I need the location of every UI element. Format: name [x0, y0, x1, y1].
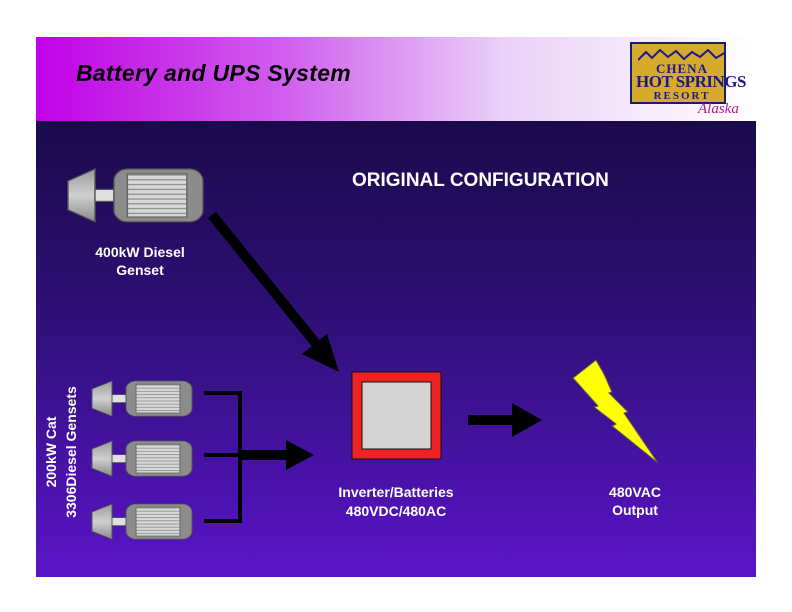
- cat-gensets-bus: [204, 391, 242, 523]
- inverter-to-output-arrow-icon: [468, 403, 542, 437]
- slide-title: Battery and UPS System: [76, 60, 352, 86]
- cat-to-inverter-arrow-icon: [242, 440, 314, 470]
- diesel-to-inverter-arrow-icon: [208, 211, 339, 372]
- inverter-label-line2: 480VDC/480AC: [346, 503, 446, 519]
- cat-gensets-label-line2: 3306Diesel Gensets: [63, 386, 79, 518]
- cat-genset-icon-1: [91, 380, 193, 417]
- cat-gensets-label-line1: 200kW Cat: [43, 416, 59, 487]
- cat-genset-icon-2: [91, 440, 193, 477]
- diesel-genset-label-line1: 400kW Diesel: [95, 244, 185, 260]
- diagram-heading: ORIGINAL CONFIGURATION: [352, 170, 609, 191]
- output-label-line1: 480VAC: [609, 484, 661, 500]
- logo-text-hot-springs: HOT SPRINGS: [636, 72, 746, 91]
- inverter-icon: [351, 371, 442, 460]
- logo-text-chena: CHENA: [656, 61, 708, 76]
- large-genset-icon: [67, 168, 204, 223]
- logo-text-alaska: Alaska: [698, 101, 739, 117]
- logo-box: CHENA HOT SPRINGS RESORT: [630, 42, 746, 104]
- cat-genset-icon-3: [91, 503, 193, 540]
- mountain-peaks-icon: [638, 49, 726, 61]
- logo-text-resort: RESORT: [653, 90, 711, 102]
- lightning-bolt-icon: [572, 359, 659, 464]
- resort-logo: CHENA HOT SPRINGS RESORT Alaska: [628, 40, 752, 120]
- output-label-line2: Output: [612, 502, 658, 518]
- inverter-label-line1: Inverter/Batteries: [338, 484, 453, 500]
- diesel-genset-label-line2: Genset: [116, 262, 164, 278]
